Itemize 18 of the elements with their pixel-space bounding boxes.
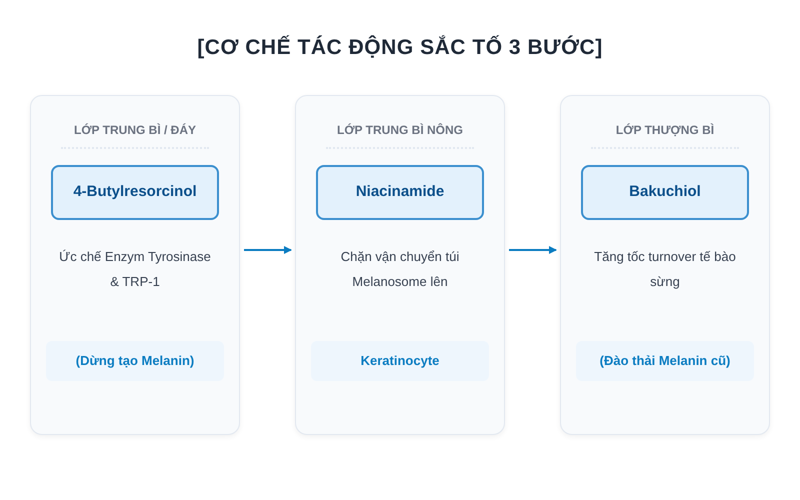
layer-card	[30, 95, 240, 435]
arrow	[509, 246, 557, 254]
mechanism-text: Chặn vận chuyển túi Melanosome lên	[340, 248, 460, 291]
ingredient-box: Bakuchiol	[581, 165, 749, 220]
layer-heading: LỚP TRUNG BÌ NÔNG	[336, 122, 464, 139]
ingredient-box: 4-Butylresorcinol	[51, 165, 219, 220]
layer-card	[560, 95, 770, 435]
arrow	[244, 246, 292, 254]
mechanism-text: Ức chế Enzym Tyrosinase & TRP-1	[58, 248, 212, 291]
diagram-title: [CƠ CHẾ TÁC ĐỘNG SẮC TỐ 3 BƯỚC]	[196, 34, 604, 61]
layer-card	[295, 95, 505, 435]
result-band: Keratinocyte	[311, 341, 489, 381]
layer-heading: LỚP TRUNG BÌ / ĐÁY	[72, 122, 198, 139]
result-band: (Dừng tạo Melanin)	[46, 341, 224, 381]
layer-heading: LỚP THƯỢNG BÌ	[614, 122, 716, 139]
mechanism-text: Tăng tốc turnover tế bào sừng	[593, 248, 737, 291]
result-band: (Đào thải Melanin cũ)	[576, 341, 754, 381]
ingredient-box: Niacinamide	[316, 165, 484, 220]
